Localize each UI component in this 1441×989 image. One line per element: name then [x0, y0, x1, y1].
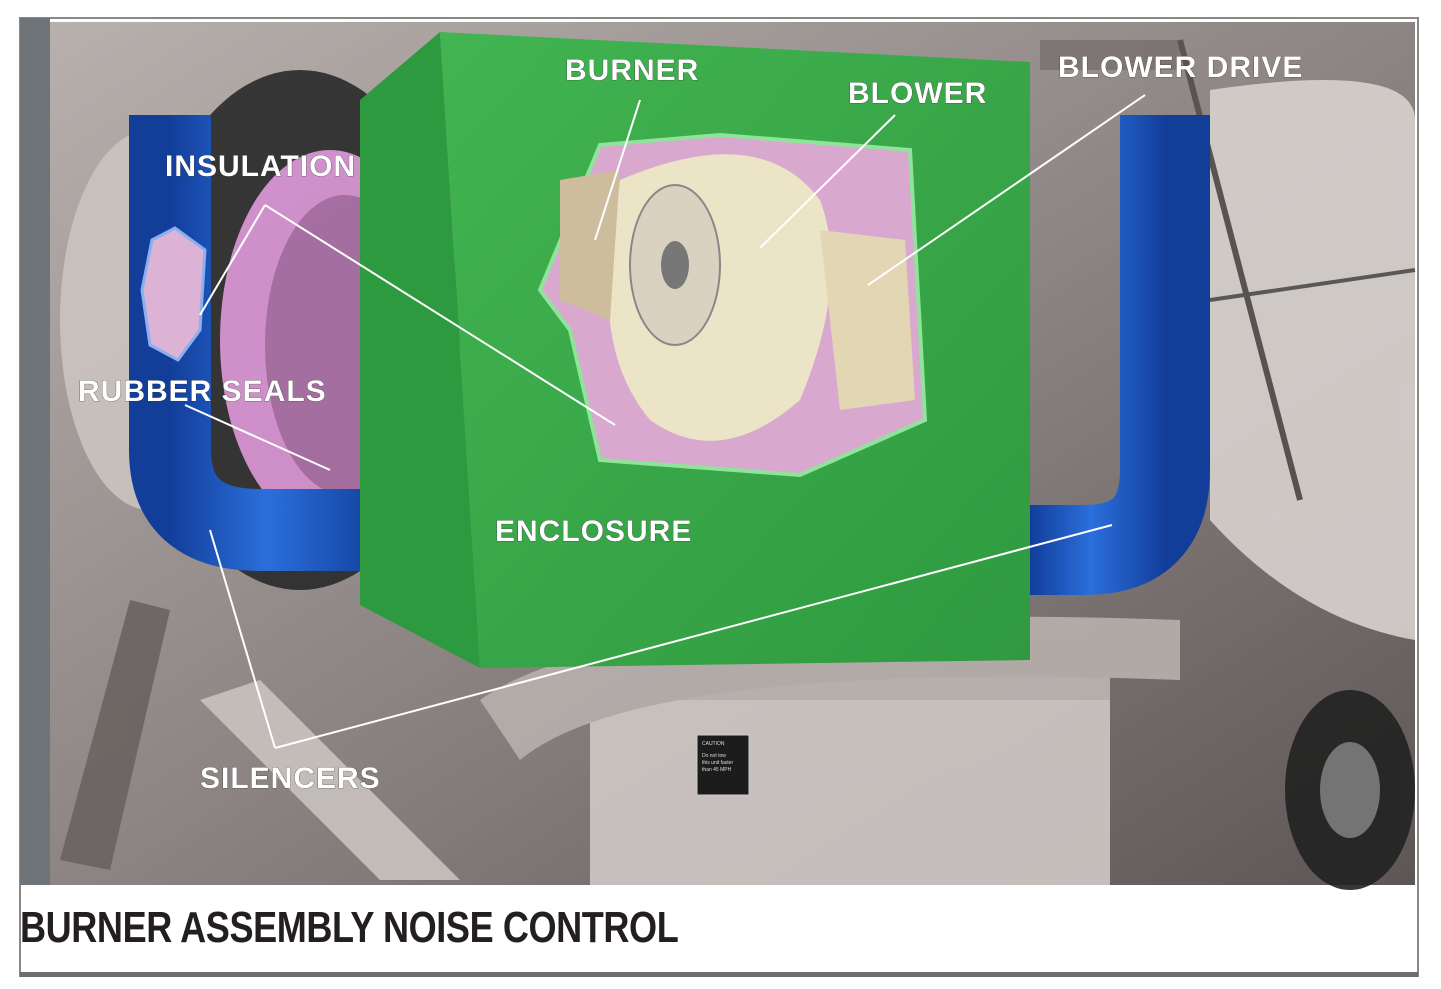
caution-line: this unit faster: [702, 760, 733, 766]
caution-sign: CAUTION Do not tow this unit faster than…: [696, 734, 750, 796]
caution-heading: CAUTION: [702, 741, 725, 747]
caution-line: than 45 MPH: [702, 767, 732, 773]
label-silencers: SILENCERS: [200, 762, 381, 795]
label-blower: BLOWER: [848, 77, 987, 110]
right-silencer: [1030, 115, 1210, 595]
label-blower-drive: BLOWER DRIVE: [1058, 51, 1303, 84]
label-insulation: INSULATION: [165, 150, 356, 183]
caution-line: Do not tow: [702, 753, 726, 759]
label-burner: BURNER: [565, 54, 699, 87]
enclosure-box: [360, 32, 1030, 668]
blower-drive-housing: [820, 230, 915, 410]
leader-lines: [184, 94, 1146, 749]
page-title: BURNER ASSEMBLY NOISE CONTROL: [20, 903, 679, 952]
insulation-cutout-left: [140, 226, 207, 362]
label-enclosure: ENCLOSURE: [495, 515, 692, 548]
label-rubber-seals: RUBBER SEALS: [78, 375, 327, 408]
bottom-rule: [20, 972, 1418, 977]
left-frame-strip: [20, 18, 50, 885]
